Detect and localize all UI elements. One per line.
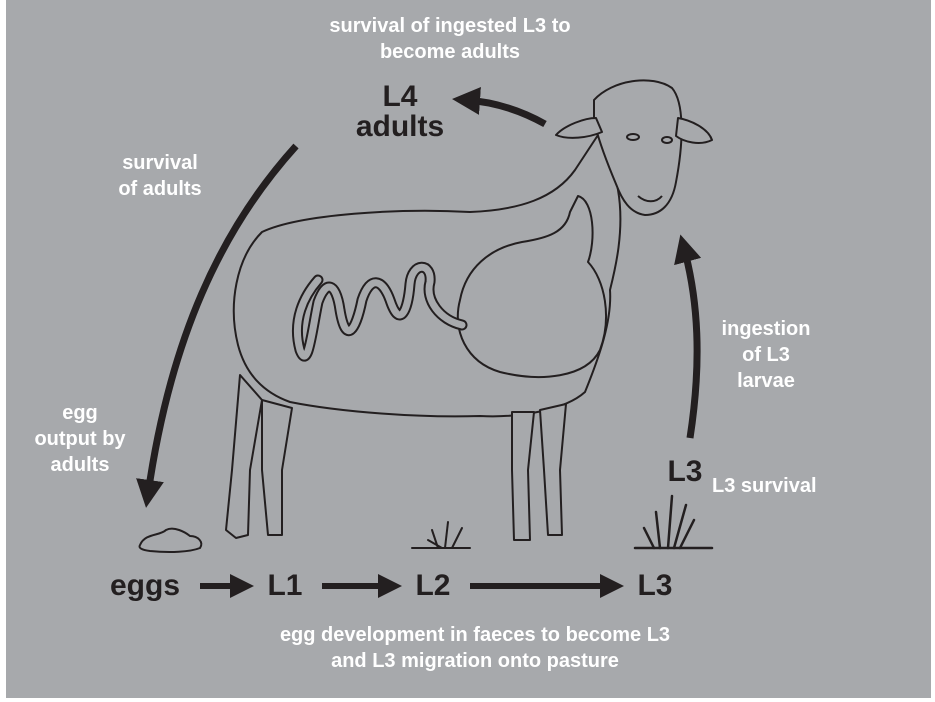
label-ingestion: ingestion of L3 larvae <box>696 316 836 394</box>
label-egg-output: egg output by adults <box>20 400 140 478</box>
sheep-leg-back-left <box>226 375 262 538</box>
sheep-ear-left <box>556 118 602 138</box>
arrow-survival-ingested <box>466 100 545 124</box>
sheep-ear-right <box>676 118 712 143</box>
sheep-eye <box>627 134 639 140</box>
sheep-leg-front-left <box>512 412 534 540</box>
sheep-leg-front-right <box>540 404 566 535</box>
stage-l1: L1 <box>250 570 320 602</box>
grass-icon <box>412 522 470 548</box>
label-survival-ingested: survival of ingested L3 to become adults <box>240 13 660 65</box>
stage-l2: L2 <box>398 570 468 602</box>
label-bottom-caption: egg development in faeces to become L3 a… <box>175 622 775 674</box>
label-l3-survival: L3 survival <box>712 473 862 499</box>
sheep-eye <box>662 137 672 143</box>
stage-l3-bottom: L3 <box>620 570 690 602</box>
stage-eggs: eggs <box>90 570 200 602</box>
stage-l3-right: L3 <box>660 456 710 488</box>
faeces-icon <box>139 529 201 552</box>
label-survival-adults: survival of adults <box>80 150 240 202</box>
sheep-illustration <box>226 80 712 540</box>
stage-l4-adults: L4 adults <box>330 82 470 142</box>
grass-icon <box>635 496 712 548</box>
sheep-leg-back-right <box>262 400 292 535</box>
